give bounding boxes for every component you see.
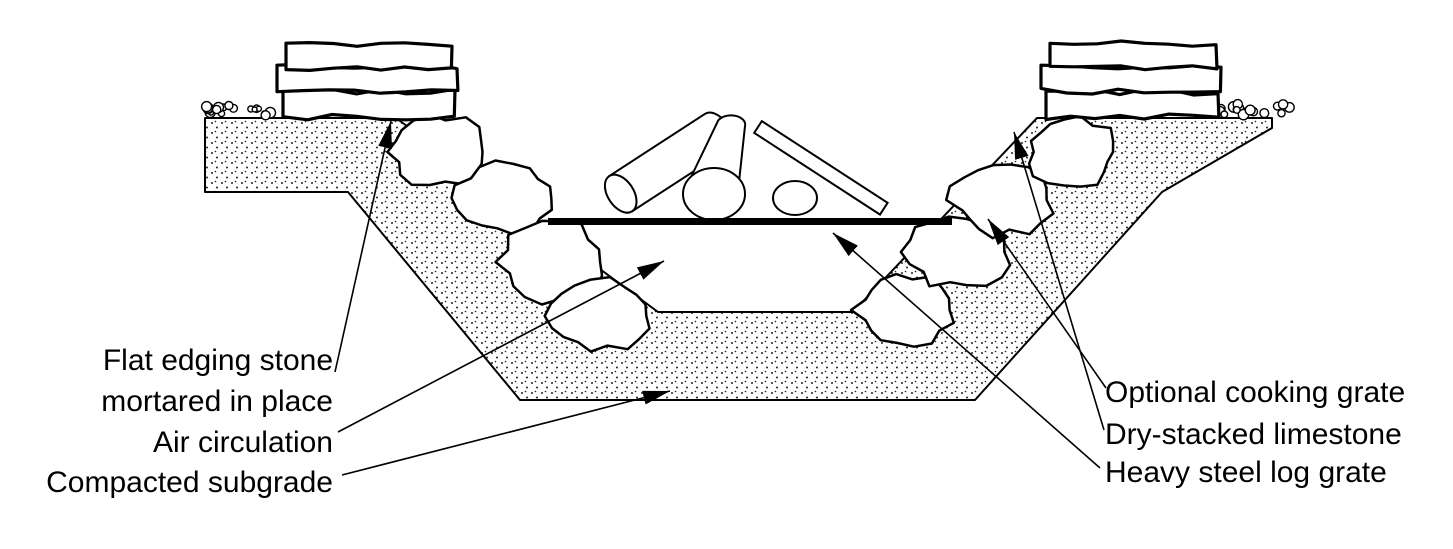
gravel-cluster-left	[200, 100, 277, 121]
pebble	[1277, 99, 1289, 110]
label-heavy-steel-log-grate: Heavy steel log grate	[1105, 456, 1387, 489]
label-flat-edging-stone-line1: Flat edging stone	[102, 344, 333, 377]
label-air-circulation: Air circulation	[152, 426, 333, 459]
pebble	[251, 106, 258, 113]
pebble	[224, 100, 234, 111]
limestone-slab	[281, 87, 457, 122]
limestone-stack-left	[275, 41, 460, 122]
leader-dry-stacked-limestone	[1013, 131, 1105, 431]
log-end-small	[772, 180, 818, 216]
label-dry-stacked-limestone: Dry-stacked limestone	[1105, 418, 1402, 451]
leader-compacted-subgrade	[341, 390, 671, 476]
pebble	[1232, 105, 1241, 114]
pebble	[1277, 108, 1286, 118]
limestone-slab	[284, 41, 454, 72]
leader-optional-cooking-grate	[987, 218, 1107, 389]
limestone-slab	[1048, 39, 1219, 72]
limestone-slab	[1044, 87, 1221, 122]
leader-heavy-steel-log-grate	[832, 232, 1101, 469]
cooking-grate-plank	[752, 119, 889, 216]
pit-lining-boulders	[386, 112, 1115, 353]
pebble	[1259, 107, 1270, 119]
label-flat-edging-stone-line2: mortared in place	[101, 385, 333, 418]
leader-flat-edging-stone	[334, 120, 392, 373]
boulder	[944, 163, 1055, 240]
leader-air-circulation	[337, 260, 665, 433]
label-compacted-subgrade: Compacted subgrade	[46, 466, 333, 499]
label-flat-edging-stone: Flat edging stone mortared in place	[0, 340, 333, 422]
leader-lines	[334, 120, 1107, 476]
pebble	[200, 100, 213, 113]
boulder	[543, 275, 651, 353]
pebble	[1244, 104, 1256, 116]
limestone-slab	[1039, 63, 1223, 96]
limestone-stack-right	[1039, 39, 1223, 122]
steel-log-grate-bar	[548, 218, 952, 225]
label-optional-cooking-grate: Optional cooking grate	[1105, 376, 1406, 409]
pebble	[1220, 110, 1229, 119]
log-center-foreshortened	[682, 114, 747, 221]
pebble	[211, 104, 222, 115]
gravel-cluster-right	[1216, 98, 1295, 121]
pebble	[260, 110, 271, 121]
boulder	[1027, 114, 1115, 188]
